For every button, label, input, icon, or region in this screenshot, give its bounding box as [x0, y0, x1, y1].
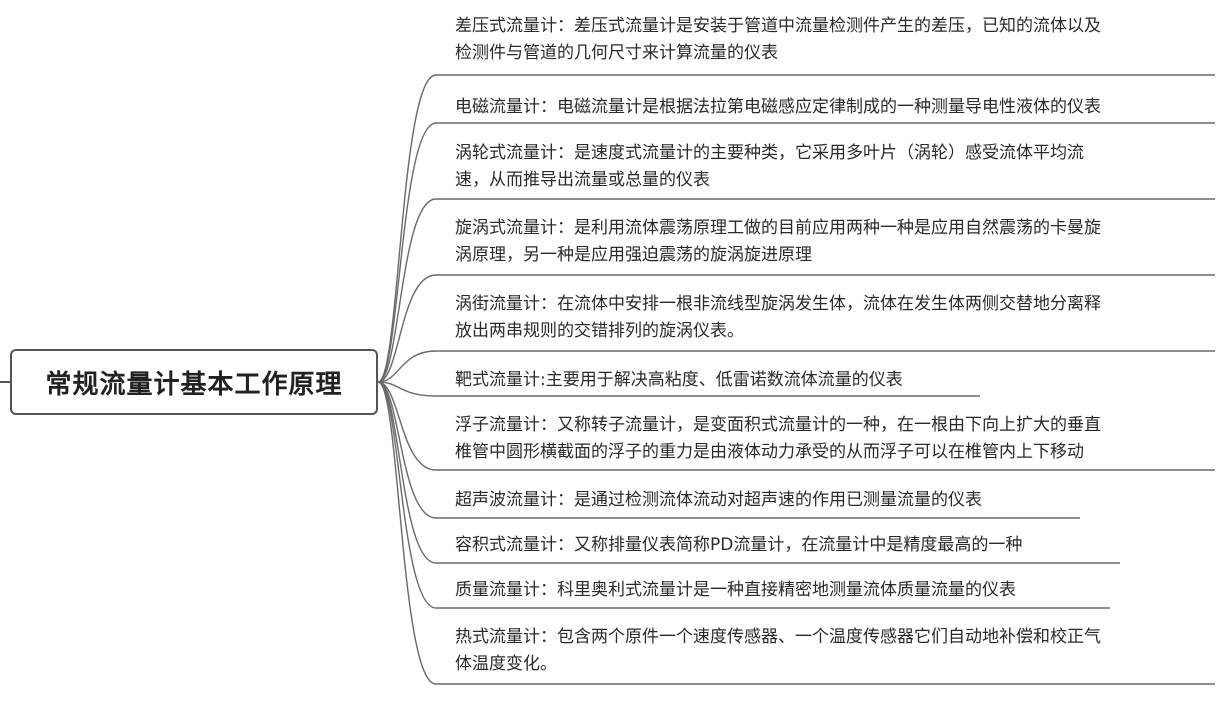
branch-line-positive-displacement: [377, 381, 1120, 564]
branch-line-vortex-street: [377, 350, 1215, 383]
topic-vortex-precession-flowmeter[interactable]: 旋涡式流量计：是利用流体震荡原理工做的目前应用两种一种是应用自然震荡的卡曼旋 涡…: [455, 218, 1101, 265]
branch-line-electromagnetic: [377, 122, 1215, 383]
central-topic[interactable]: 常规流量计基本工作原理: [10, 349, 378, 415]
branch-line-ultrasonic: [377, 381, 1080, 519]
topic-float-flowmeter[interactable]: 浮子流量计：又称转子流量计，是变面积式流量计的一种，在一根由下向上扩大的垂直 椎…: [455, 415, 1101, 462]
topic-electromagnetic-flowmeter[interactable]: 电磁流量计：电磁流量计是根据法拉第电磁感应定律制成的一种测量导电性液体的仪表: [455, 97, 1101, 117]
branch-line-float: [377, 381, 1215, 471]
branch-line-differential: [377, 74, 1215, 383]
topic-target-flowmeter[interactable]: 靶式流量计:主要用于解决高粘度、低雷诺数流体流量的仪表: [455, 370, 903, 390]
topic-ultrasonic-flowmeter[interactable]: 超声波流量计：是通过检测流体流动对超声速的作用已测量流量的仪表: [455, 490, 982, 510]
topic-differential-pressure-flowmeter[interactable]: 差压式流量计：差压式流量计是安装于管道中流量检测件产生的差压，已知的流体以及 检…: [455, 16, 1101, 63]
topic-positive-displacement-flowmeter[interactable]: 容积式流量计：又称排量仪表简称PD流量计，在流量计中是精度最高的一种: [455, 535, 1023, 555]
topic-mass-flowmeter[interactable]: 质量流量计：科里奥利式流量计是一种直接精密地测量流体质量流量的仪表: [455, 580, 1016, 600]
topic-thermal-flowmeter[interactable]: 热式流量计：包含两个原件一个速度传感器、一个温度传感器它们自动地补偿和校正气 体…: [455, 627, 1101, 674]
branch-line-thermal: [377, 381, 1215, 685]
branch-line-turbine: [377, 198, 1215, 383]
topic-vortex-street-flowmeter[interactable]: 涡街流量计：在流体中安排一根非流线型旋涡发生体，流体在发生体两侧交替地分离释 放…: [455, 294, 1101, 341]
topic-turbine-flowmeter[interactable]: 涡轮式流量计：是速度式流量计的主要种类，它采用多叶片（涡轮）感受流体平均流 速，…: [455, 143, 1084, 190]
branch-line-mass: [377, 381, 1110, 609]
central-topic-label: 常规流量计基本工作原理: [45, 369, 343, 400]
branch-line-vortex-precession: [377, 274, 1215, 383]
branch-line-target: [377, 381, 980, 397]
